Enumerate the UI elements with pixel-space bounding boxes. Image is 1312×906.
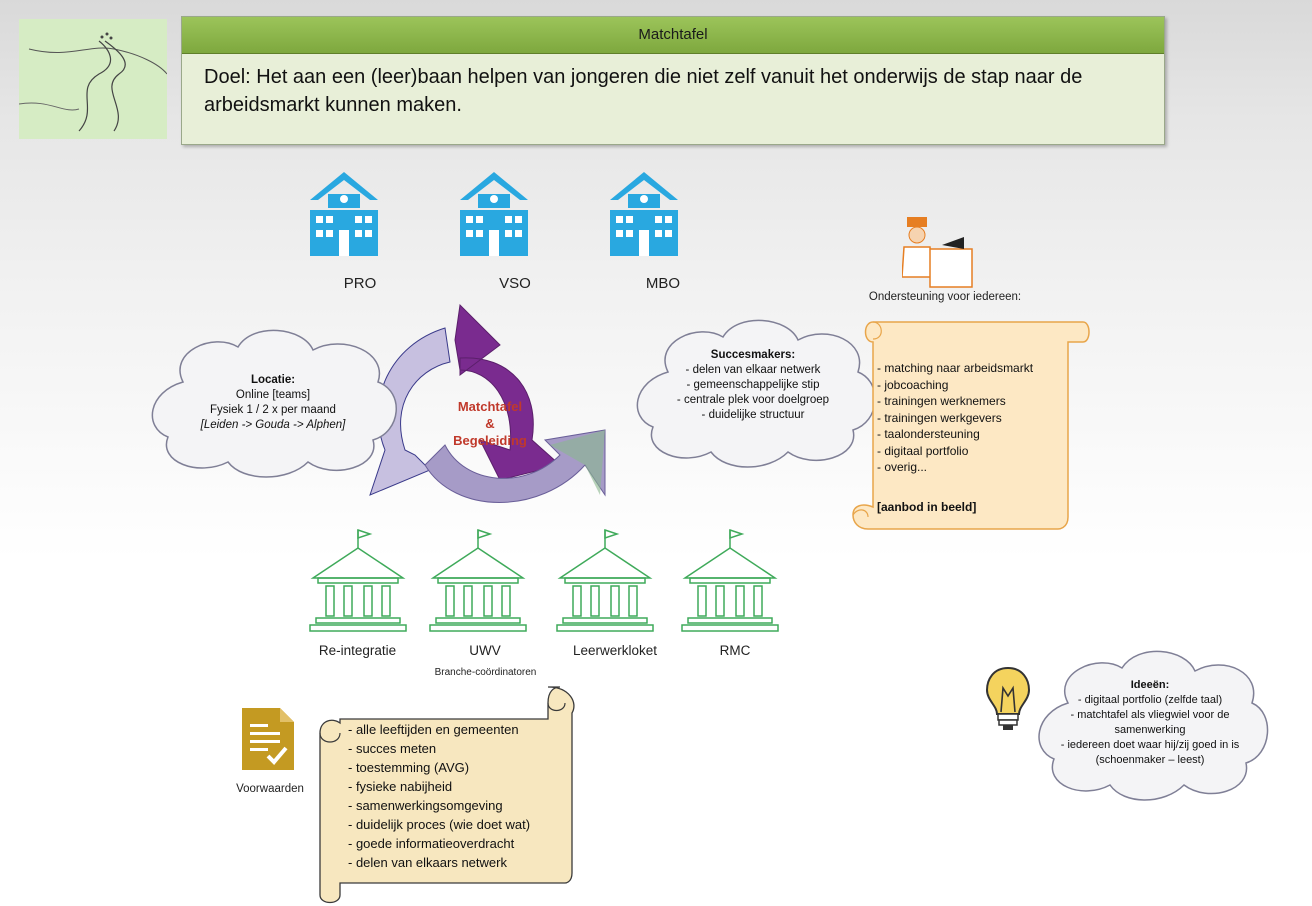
ideas-item: samenwerking: [1114, 724, 1186, 736]
goal-text: Doel: Het aan een (leer)baan helpen van …: [204, 66, 1083, 116]
scroll-shape: [319, 686, 575, 904]
partner-sub-label: Branche-coördinatoren: [434, 667, 537, 678]
road-icon: [18, 32, 168, 132]
support-item: - trainingen werknemers: [877, 394, 1006, 408]
ideas-cloud-text: Ideeën: - digitaal portfolio (zelfde taa…: [1038, 678, 1262, 768]
ideas-item: (schoenmaker – leest): [1095, 754, 1205, 766]
conditions-label: Voorwaarden: [236, 783, 304, 795]
conditions-item: - goede informatieoverdracht: [348, 836, 515, 851]
support-item: - jobcoaching: [877, 377, 949, 392]
partners-group: [309, 529, 779, 632]
header-box: Matchtafel Doel: Het aan een (leer)baan …: [181, 16, 1165, 145]
school-building-icon: [310, 172, 378, 256]
succesmakers-title: Succesmakers:: [710, 349, 796, 361]
school-label-mbo: MBO: [645, 275, 681, 292]
succesmakers-item: - centrale plek voor doelgroep: [676, 394, 830, 406]
support-item: - digitaal portfolio: [877, 443, 969, 458]
ideas-item: - iedereen doet waar hij/zij goed in is: [1060, 739, 1240, 751]
school-building-icon: [610, 172, 678, 256]
succesmakers-cloud-text: Succesmakers: - delen van elkaar netwerk…: [643, 348, 863, 423]
cloud-shape: [1038, 650, 1269, 801]
partner-label-uwv: UWV: [469, 643, 501, 658]
support-item: - matching naar arbeidsmarkt: [877, 361, 1034, 375]
support-item: - trainingen werkgevers: [877, 410, 1002, 425]
cycle-line-2: &: [485, 416, 495, 431]
cloud-shape: [151, 329, 397, 478]
succesmakers-item: - duidelijke structuur: [701, 409, 805, 421]
lightbulb-icon: [985, 666, 1031, 730]
conditions-item: - duidelijk proces (wie doet wat): [348, 817, 531, 832]
partner-label-leerwerkloket: Leerwerkloket: [572, 643, 658, 658]
presenter-icon: [902, 217, 973, 288]
location-line-2: Fysiek 1 / 2 x per maand: [210, 404, 336, 416]
location-title: Locatie:: [250, 374, 296, 386]
cycle-arrows-icon: [369, 303, 606, 503]
ideas-item: - digitaal portfolio (zelfde taal): [1077, 694, 1223, 706]
location-line-1: Online [teams]: [235, 389, 311, 401]
support-footer: [aanbod in beeld]: [877, 500, 977, 514]
road-thumbnail: [18, 19, 168, 139]
conditions-list: - alle leeftijden en gemeenten - succes …: [348, 720, 530, 872]
cycle-center-text: Matchtafel & Begeleiding: [430, 398, 550, 449]
support-item: - overig...: [877, 460, 928, 474]
government-building-icon: [556, 529, 654, 632]
header-title: Matchtafel: [182, 17, 1164, 54]
location-cloud-text: Locatie: Online [teams] Fysiek 1 / 2 x p…: [173, 373, 373, 433]
conditions-item: - toestemming (AVG): [348, 760, 470, 775]
school-label-vso: VSO: [499, 275, 531, 292]
ideas-title: Ideeën:: [1130, 679, 1170, 691]
scroll-shape: [852, 321, 1090, 530]
document-check-icon: [242, 708, 294, 770]
conditions-item: - succes meten: [348, 741, 437, 756]
cycle-line-1: Matchtafel: [457, 399, 523, 414]
conditions-item: - fysieke nabijheid: [348, 779, 453, 794]
conditions-item: - samenwerkingsomgeving: [348, 798, 503, 813]
partner-label-rmc: RMC: [719, 643, 751, 658]
government-building-icon: [429, 529, 527, 632]
conditions-item: - delen van elkaars netwerk: [348, 855, 507, 870]
location-line-3: [Leiden -> Gouda -> Alphen]: [200, 419, 346, 431]
conditions-item: - alle leeftijden en gemeenten: [348, 722, 519, 737]
support-heading: Ondersteuning voor iedereen:: [868, 291, 1022, 303]
support-item: - taalondersteuning: [877, 427, 980, 441]
succesmakers-item: - gemeenschappelijke stip: [686, 379, 820, 391]
partner-label-reintegratie: Re-integratie: [318, 643, 397, 658]
cycle-line-3: Begeleiding: [453, 433, 527, 448]
school-building-icon: [460, 172, 528, 256]
government-building-icon: [681, 529, 779, 632]
government-building-icon: [309, 529, 407, 632]
support-list: - matching naar arbeidsmarkt - jobcoachi…: [877, 360, 1033, 476]
school-label-pro: PRO: [343, 275, 377, 292]
ideas-item: - matchtafel als vliegwiel voor de: [1070, 709, 1230, 721]
succesmakers-item: - delen van elkaar netwerk: [685, 364, 821, 376]
cloud-shape: [636, 319, 876, 468]
